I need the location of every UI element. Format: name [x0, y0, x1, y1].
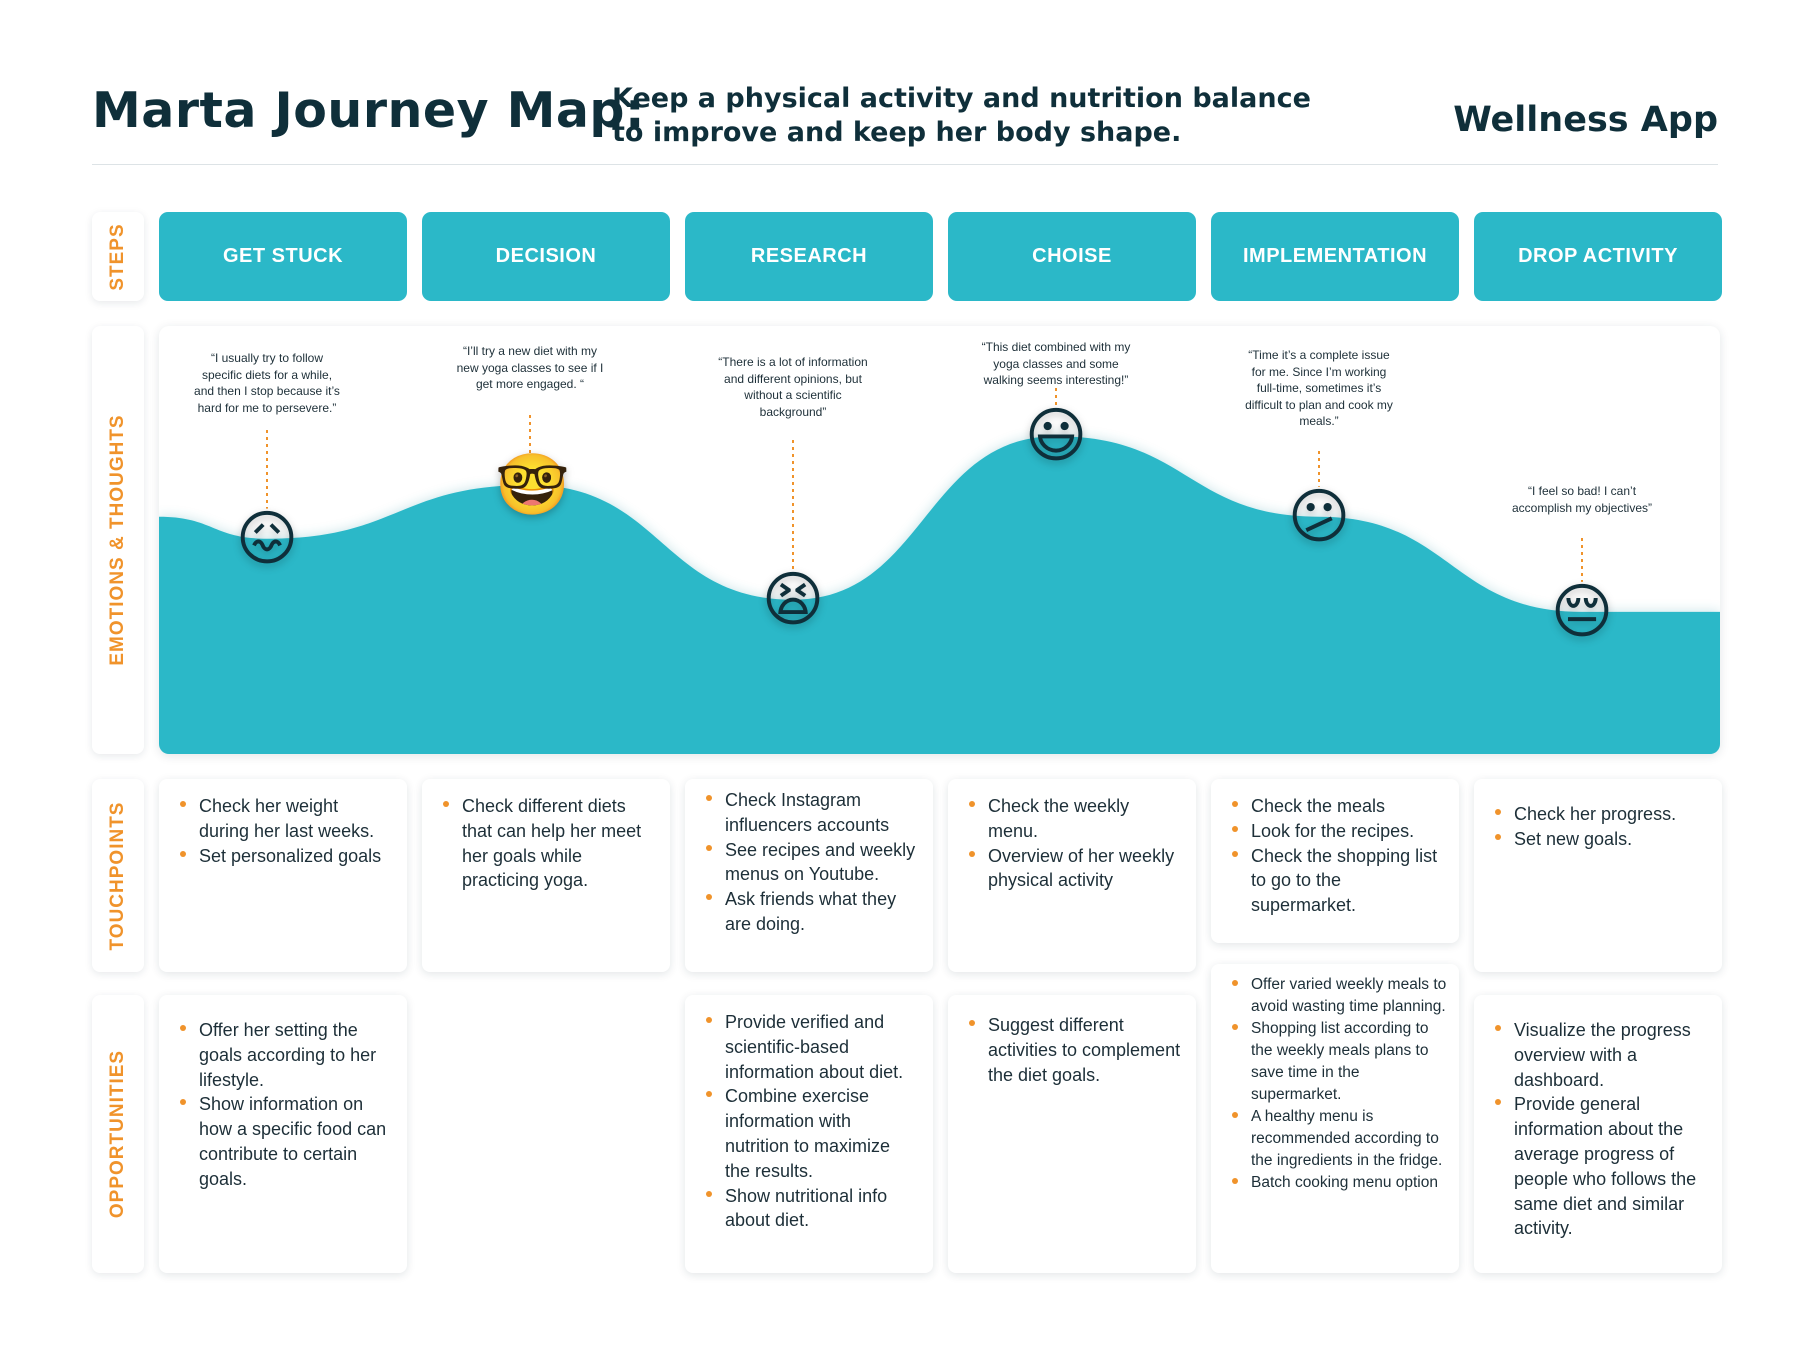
pensive-face-icon: 😔	[1550, 577, 1614, 645]
opportunity-item: Visualize the progress overview with a d…	[1488, 1018, 1710, 1092]
confused-face-icon: 😕	[1287, 482, 1351, 550]
row-label-steps: STEPS	[92, 212, 144, 301]
subtitle-line-2: to improve and keep her body shape.	[612, 117, 1182, 148]
opportunities-list: Provide verified and scientific-based in…	[685, 995, 933, 1233]
opportunities-card-choise: Suggest different activities to compleme…	[948, 995, 1196, 1273]
step-research: RESEARCH	[685, 212, 933, 301]
emotion-curve-area	[159, 436, 1720, 754]
touchpoint-item: Check Instagram influencers accounts	[699, 788, 919, 838]
step-decision: DECISION	[422, 212, 670, 301]
touchpoints-list: Check her progress.Set new goals.	[1474, 779, 1722, 852]
opportunity-item: A healthy menu is recommended according …	[1225, 1106, 1447, 1172]
touchpoint-item: Check different diets that can help her …	[436, 794, 656, 893]
touchpoints-card-choise: Check the weekly menu.Overview of her we…	[948, 779, 1196, 972]
confounded-face-icon: 😖	[235, 504, 299, 572]
touchpoints-card-decision: Check different diets that can help her …	[422, 779, 670, 972]
opportunity-item: Shopping list according to the weekly me…	[1225, 1018, 1447, 1106]
touchpoint-item: Check her weight during her last weeks.	[173, 794, 393, 844]
step-implementation: IMPLEMENTATION	[1211, 212, 1459, 301]
row-label-touchpoints: TOUCHPOINTS	[92, 779, 144, 972]
touchpoint-item: Check her progress.	[1488, 802, 1708, 827]
opportunity-item: Show nutritional info about diet.	[699, 1184, 919, 1234]
touchpoint-item: Check the shopping list to go to the sup…	[1225, 844, 1445, 918]
touchpoints-list: Check her weight during her last weeks.S…	[159, 779, 407, 868]
step-get-stuck: GET STUCK	[159, 212, 407, 301]
opportunities-card-get-stuck: Offer her setting the goals according to…	[159, 995, 407, 1273]
touchpoints-card-drop-activity: Check her progress.Set new goals.	[1474, 779, 1722, 972]
app-name: Wellness App	[1453, 100, 1718, 140]
nerd-face-icon: 🤓	[495, 451, 570, 518]
opportunity-item: Suggest different activities to compleme…	[962, 1013, 1182, 1087]
touchpoints-list: Check different diets that can help her …	[422, 779, 670, 893]
row-label-opportunities: OPPORTUNITIES	[92, 995, 144, 1273]
touchpoint-item: Set new goals.	[1488, 827, 1708, 852]
row-label-steps-text: STEPS	[107, 222, 128, 291]
opportunities-list: Visualize the progress overview with a d…	[1474, 995, 1722, 1241]
opportunities-card-research: Provide verified and scientific-based in…	[685, 995, 933, 1273]
emotion-quote: “I feel so bad! I can’t accomplish my ob…	[1511, 484, 1653, 515]
subtitle-line-1: Keep a physical activity and nutrition b…	[612, 83, 1311, 114]
tired-face-icon: 😫	[761, 565, 825, 633]
touchpoint-item: Check the meals	[1225, 794, 1445, 819]
opportunity-item: Offer varied weekly meals to avoid wasti…	[1225, 974, 1447, 1018]
emotion-curve	[159, 388, 1720, 754]
opportunities-card-drop-activity: Visualize the progress overview with a d…	[1474, 995, 1722, 1273]
step-choise: CHOISE	[948, 212, 1196, 301]
opportunity-item: Combine exercise information with nutrit…	[699, 1084, 919, 1183]
emotion-quote: “This diet combined with my yoga classes…	[981, 340, 1131, 387]
emotion-quote: “There is a lot of information and diffe…	[718, 355, 868, 419]
touchpoint-item: Ask friends what they are doing.	[699, 887, 919, 937]
page-title: Marta Journey Map:	[92, 82, 646, 139]
opportunities-card-implementation: Offer varied weekly meals to avoid wasti…	[1211, 964, 1459, 1273]
opportunity-item: Offer her setting the goals according to…	[173, 1018, 393, 1092]
emotion-quote: “Time it’s a complete issue for me. Sinc…	[1245, 348, 1393, 428]
opportunity-item: Show information on how a specific food …	[173, 1092, 393, 1191]
emotion-curve-panel: “I usually try to follow specific diets …	[159, 326, 1720, 754]
opportunity-item: Provide general information about the av…	[1488, 1092, 1710, 1241]
touchpoint-item: See recipes and weekly menus on Youtube.	[699, 838, 919, 888]
step-drop-activity: DROP ACTIVITY	[1474, 212, 1722, 301]
touchpoints-list: Check the weekly menu.Overview of her we…	[948, 779, 1196, 893]
row-label-emotions: EMOTIONS & THOUGHTS	[92, 326, 144, 754]
opportunity-item: Batch cooking menu option	[1225, 1172, 1447, 1194]
grinning-face-icon: 😃	[1024, 402, 1088, 470]
touchpoint-item: Overview of her weekly physical activity	[962, 844, 1182, 894]
touchpoints-card-get-stuck: Check her weight during her last weeks.S…	[159, 779, 407, 972]
header-divider	[92, 164, 1718, 165]
emotion-quote: “I usually try to follow specific diets …	[194, 351, 340, 415]
row-label-opportunities-text: OPPORTUNITIES	[107, 1049, 128, 1219]
emotion-quote: “I’ll try a new diet with my new yoga cl…	[456, 344, 604, 391]
emotion-connectors	[266, 388, 1583, 582]
opportunity-item: Provide verified and scientific-based in…	[699, 1010, 919, 1084]
touchpoint-item: Set personalized goals	[173, 844, 393, 869]
row-label-touchpoints-text: TOUCHPOINTS	[107, 801, 128, 950]
opportunities-list: Offer varied weekly meals to avoid wasti…	[1211, 964, 1459, 1194]
page-subtitle: Keep a physical activity and nutrition b…	[612, 82, 1311, 150]
row-label-emotions-text: EMOTIONS & THOUGHTS	[107, 414, 128, 666]
opportunities-list: Suggest different activities to compleme…	[948, 995, 1196, 1087]
opportunities-list: Offer her setting the goals according to…	[159, 995, 407, 1192]
touchpoint-item: Look for the recipes.	[1225, 819, 1445, 844]
touchpoint-item: Check the weekly menu.	[962, 794, 1182, 844]
